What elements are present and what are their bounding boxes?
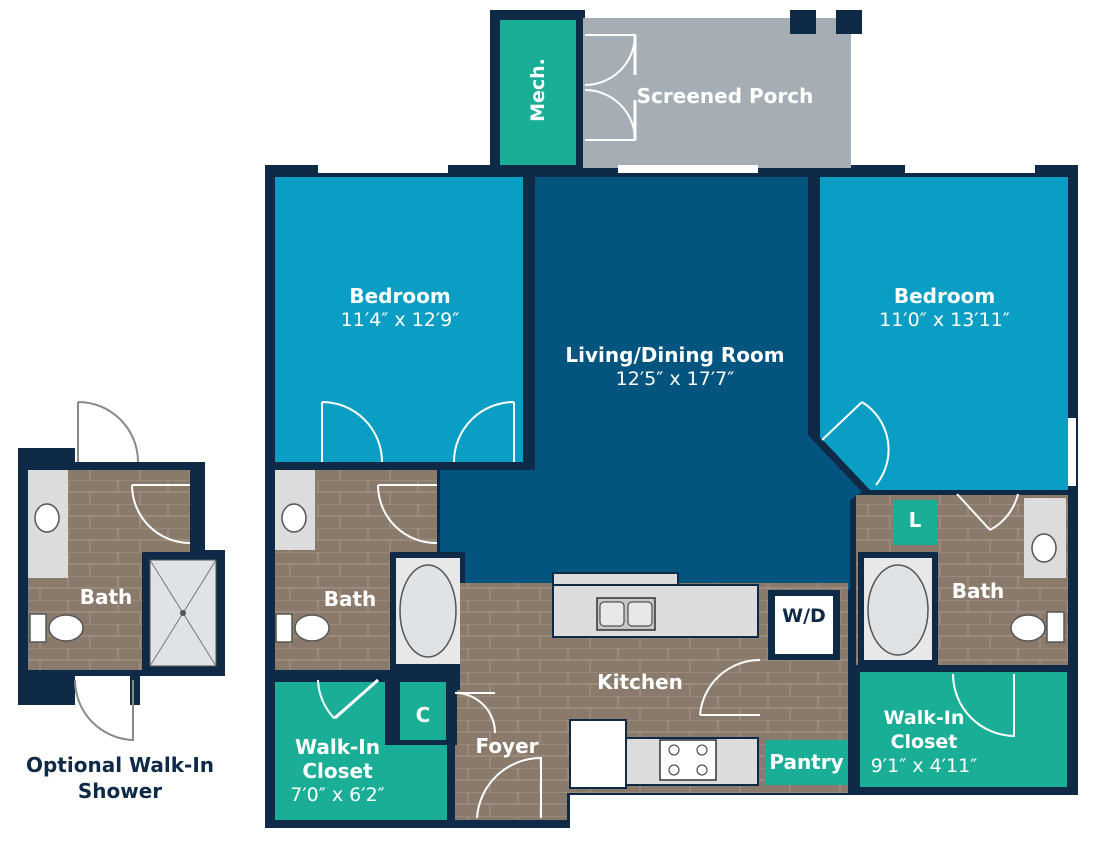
- caption-line2: Shower: [77, 779, 163, 803]
- closet-line1: Walk-In: [883, 707, 965, 729]
- closet-c-label: C: [415, 703, 431, 727]
- sink: [627, 601, 653, 627]
- room-name: Living/Dining Room: [565, 343, 785, 367]
- burner: [696, 764, 708, 776]
- window: [1068, 418, 1076, 486]
- room-dims: 11′4″ x 12′9″: [340, 309, 460, 331]
- door: [821, 401, 890, 486]
- shower-drain: [180, 610, 186, 616]
- bedroom-left: [275, 177, 523, 462]
- door: [956, 493, 1019, 531]
- foyer-floor: [455, 690, 567, 820]
- stove: [659, 739, 717, 781]
- closet-left-label: Walk-In Closet 7′0″ x 6′2″: [275, 735, 400, 807]
- bath-optional-label: Bath: [79, 585, 133, 609]
- pantry-label: Pantry: [769, 750, 844, 774]
- toilet: [48, 614, 84, 642]
- room-name: Bedroom: [349, 284, 451, 308]
- door: [317, 679, 379, 720]
- pantry: [765, 740, 848, 785]
- window: [318, 165, 448, 173]
- door: [131, 484, 191, 544]
- bath-left-label: Bath: [323, 587, 377, 611]
- porch-post: [836, 10, 862, 34]
- door: [454, 692, 496, 734]
- closet-line2: Closet: [890, 731, 958, 753]
- closet-l: [893, 500, 937, 545]
- closet-right-label: Walk-In Closet 9′1″ x 4′11″: [858, 706, 990, 778]
- bedroom-right: [820, 177, 1068, 490]
- closet-line2: Closet: [302, 759, 373, 783]
- door: [377, 484, 438, 545]
- bathtub-basin: [867, 564, 929, 656]
- washer-dryer: [775, 596, 833, 654]
- sink: [281, 503, 307, 533]
- toilet: [294, 614, 330, 642]
- closet-c: [400, 682, 446, 740]
- burner: [696, 744, 708, 756]
- entry-door: [476, 756, 542, 819]
- toilet-tank: [1046, 611, 1065, 643]
- room-dims: 12′5″ x 17′7″: [615, 368, 735, 390]
- burner: [668, 764, 680, 776]
- window: [905, 165, 1035, 173]
- door: [952, 673, 1015, 738]
- refrigerator: [569, 719, 627, 789]
- door: [74, 679, 134, 742]
- burner: [668, 744, 680, 756]
- foyer-label: Foyer: [475, 734, 539, 758]
- closet-l-label: L: [908, 508, 922, 532]
- door: [334, 678, 379, 720]
- sink: [599, 601, 625, 627]
- room-dims: 9′1″ x 4′11″: [870, 755, 978, 777]
- optional-shower-caption: Optional Walk-In Shower: [10, 752, 230, 804]
- room-dims: 11′0″ x 13′11″: [879, 309, 1010, 331]
- porch-post: [790, 10, 816, 34]
- screened-porch-label: Screened Porch: [636, 84, 814, 108]
- mech-label: Mech.: [527, 58, 549, 122]
- door: [321, 401, 383, 463]
- screened-porch-floor: [583, 18, 851, 168]
- toilet-tank: [275, 613, 293, 643]
- room-dims: 7′0″ x 6′2″: [290, 784, 385, 806]
- bathtub-basin: [399, 564, 457, 658]
- kitchen-label: Kitchen: [597, 670, 683, 694]
- bedroom-left-label: Bedroom 11′4″ x 12′9″: [320, 284, 480, 332]
- door: [453, 401, 515, 463]
- bedroom-right-label: Bedroom 11′0″ x 13′11″: [862, 284, 1027, 332]
- sink: [1031, 533, 1057, 563]
- living-dining-room: [440, 177, 862, 590]
- door: [77, 401, 139, 463]
- room-name: Bedroom: [893, 284, 996, 308]
- door: [699, 658, 761, 716]
- sink: [34, 503, 60, 533]
- bath-right-label: Bath: [951, 579, 1005, 603]
- mech-room: [500, 20, 576, 165]
- closet-line1: Walk-In: [295, 735, 380, 759]
- window: [618, 165, 758, 173]
- kitchen-counter: [552, 572, 679, 586]
- toilet: [1010, 614, 1046, 642]
- walk-in-closet-right: [860, 672, 1067, 787]
- wd-label: W/D: [782, 605, 826, 627]
- living-label: Living/Dining Room 12′5″ x 17′7″: [545, 343, 805, 391]
- caption-line1: Optional Walk-In: [25, 753, 214, 777]
- toilet-tank: [29, 613, 47, 643]
